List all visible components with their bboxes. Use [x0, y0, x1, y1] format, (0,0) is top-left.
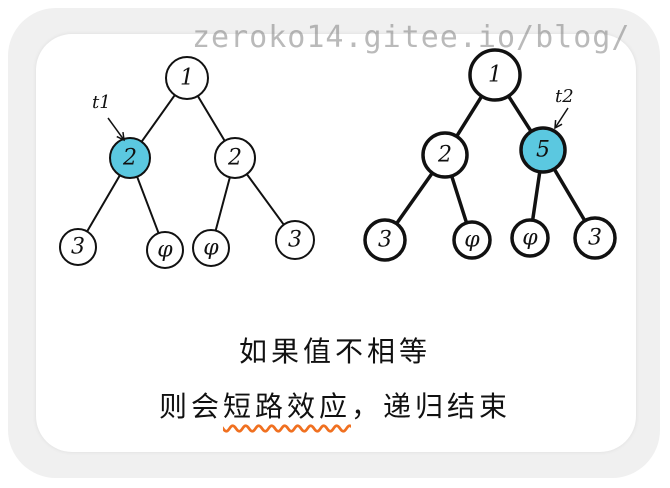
- pointer-label: t1: [92, 92, 111, 113]
- tree-node-label: 3: [588, 226, 602, 251]
- tree-node: [363, 218, 407, 262]
- tree-node: [59, 228, 97, 266]
- tree-node: [452, 220, 492, 260]
- tree-edge: [449, 174, 469, 225]
- caption-prefix: 则会: [158, 390, 223, 423]
- tree-edge: [394, 171, 435, 226]
- tree-node: [214, 137, 256, 179]
- tree-node: [573, 216, 617, 260]
- caption-suffix: ，递归结束: [351, 390, 512, 423]
- pointer-arrow: [554, 107, 569, 129]
- tree-node-label: 5: [536, 138, 550, 163]
- tree-node-label: 1: [488, 63, 502, 88]
- tree-edge: [214, 176, 231, 232]
- tree-node-label: φ: [522, 226, 538, 251]
- tree-node-label: φ: [464, 228, 480, 253]
- tree-node: [109, 137, 151, 179]
- tree-edge: [245, 173, 285, 226]
- tree-node-label: φ: [157, 238, 173, 263]
- tree-edge: [140, 94, 176, 143]
- tree-node: [421, 131, 469, 179]
- caption-line-1: 如果值不相等: [238, 335, 431, 368]
- tree-node-label: 1: [180, 66, 194, 91]
- tree-node-label: 3: [71, 235, 85, 260]
- tree-edge: [196, 95, 226, 142]
- tree-edge: [136, 175, 160, 235]
- pointer-arrow-head: [554, 119, 563, 130]
- tree-node: [192, 229, 230, 267]
- pointer-arrow: [107, 117, 125, 141]
- caption-highlight: 短路效应: [222, 390, 351, 423]
- tree-node-label: 2: [122, 146, 137, 171]
- tree-edge: [454, 94, 484, 139]
- tree-node: [146, 231, 184, 269]
- watermark: zeroko14.gitee.io/blog/: [192, 20, 631, 55]
- tree-edge: [506, 94, 533, 134]
- tree-node: [510, 218, 550, 258]
- caption-line-2: 则会短路效应，递归结束: [0, 385, 670, 425]
- tree-node-label: 2: [437, 143, 452, 168]
- tree-node-label: φ: [203, 236, 219, 261]
- tree-node: [275, 220, 315, 260]
- tree-edge: [552, 167, 587, 223]
- tree-node-label: 3: [378, 228, 392, 253]
- tree-edge: [530, 170, 542, 222]
- tree-edge: [86, 174, 121, 233]
- pointer-arrow-head: [116, 131, 125, 142]
- pointer-label: t2: [555, 86, 574, 107]
- tree-node-label: 2: [227, 146, 242, 171]
- tree-node: [165, 56, 209, 100]
- tree-node-label: 3: [288, 228, 302, 253]
- tree-node: [519, 126, 567, 174]
- tree-node: [468, 48, 522, 102]
